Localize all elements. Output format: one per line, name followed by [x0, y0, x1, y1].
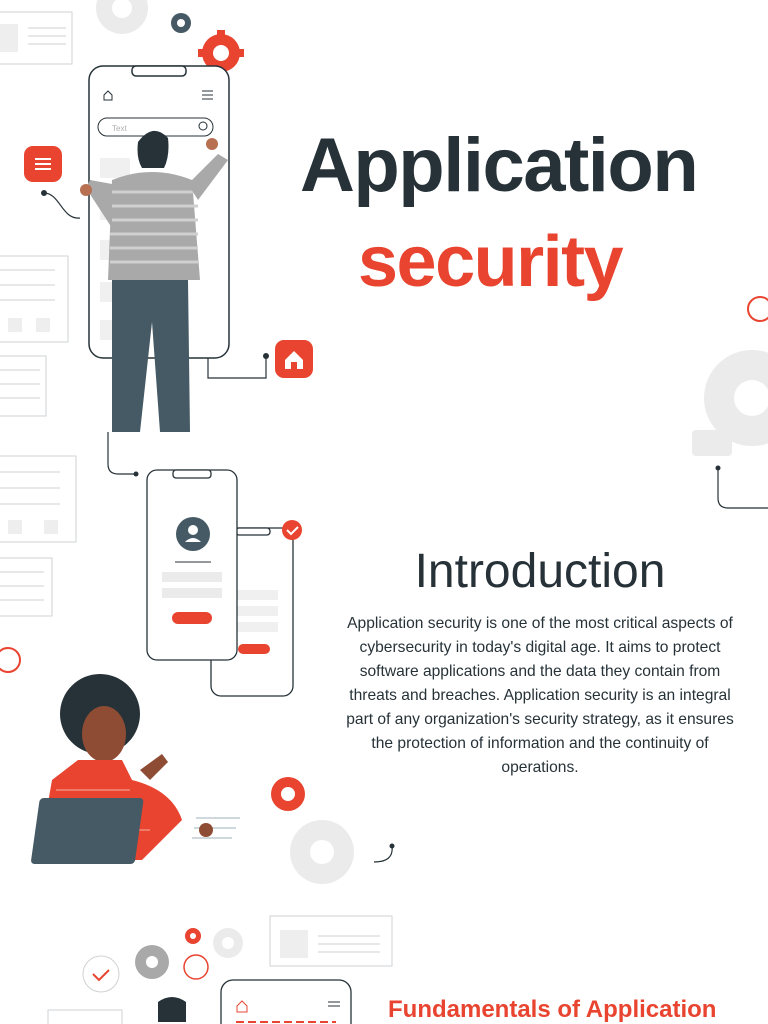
gear-icon: [96, 0, 244, 76]
page-subtitle: security: [358, 222, 624, 302]
phone-mockup-back: [210, 520, 302, 697]
person-figure: [80, 130, 228, 432]
menu-badge-icon: [24, 146, 62, 182]
gear-icon-lower: [271, 777, 354, 884]
page-title: Application: [300, 123, 699, 208]
introduction-heading: Introduction: [414, 545, 666, 598]
home-badge-icon: [275, 340, 313, 378]
phone-mockup: Text: [88, 65, 230, 359]
fundamentals-heading: Fundamentals of Application: [388, 996, 717, 1023]
wireframe-card-lower: [0, 455, 77, 617]
phone-mockup-login: [146, 469, 238, 661]
gear-icon-right: [692, 296, 768, 456]
wireframe-card-mid: [0, 255, 69, 417]
introduction-body: Application security is one of the most …: [346, 615, 734, 776]
wireframe-card-top: [0, 11, 73, 65]
phone-mockup-bottom: [220, 979, 352, 1024]
woman-figure: [31, 674, 240, 864]
search-placeholder: Text: [112, 124, 127, 133]
gear-icon-bottom: [135, 928, 243, 980]
check-bubble-icon: [82, 955, 120, 993]
person-figure-bottom: [158, 997, 186, 1022]
wireframe-card-bottom: [47, 915, 393, 1024]
